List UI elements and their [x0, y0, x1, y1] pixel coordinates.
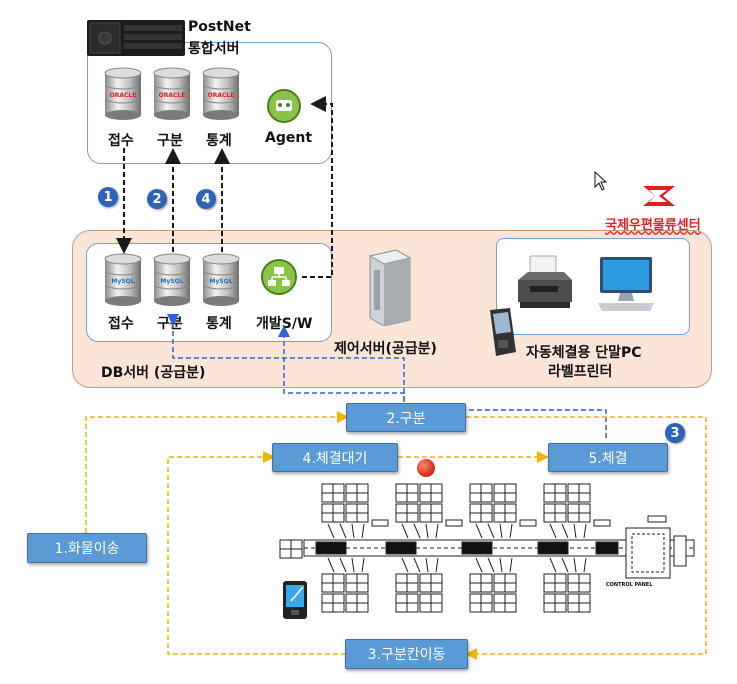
flow-step-move: 3.구분칸이동 [345, 639, 468, 669]
flow-step-bind: 5.체결 [548, 443, 668, 472]
postnet-subtitle: 통합서버 [188, 41, 240, 57]
step-badge: 2 [147, 189, 167, 209]
blue-link-devsw [278, 325, 405, 410]
server-db-label: 통계 [206, 133, 232, 149]
control-server-label: 제어서버(공급분) [334, 341, 437, 357]
svg-text:MySQL: MySQL [111, 278, 134, 285]
label-printer-icon [512, 252, 578, 312]
center-name: 국제우편물류센터 [605, 218, 701, 233]
server-db-label: 구분 [157, 133, 183, 149]
agent-link [302, 96, 333, 278]
svg-text:ORACLE: ORACLE [110, 92, 137, 99]
server-db-label: 접수 [108, 133, 134, 149]
bin-group [321, 483, 369, 523]
agent-icon [266, 88, 302, 124]
oracle-db-icon: ORACLE [103, 67, 143, 121]
postnet-title: PostNet [188, 19, 251, 35]
mysql-db-icon: MySQL [152, 253, 192, 307]
red-indicator [417, 459, 435, 477]
dev-sw-label: 개발S/W [256, 316, 313, 332]
local-db-label: 통계 [206, 316, 232, 332]
blue-link-sort [167, 314, 405, 400]
svg-text:ORACLE: ORACLE [159, 92, 186, 99]
center-logo-icon [639, 182, 679, 210]
rack-server-icon [86, 19, 186, 57]
step-badge: 3 [665, 423, 685, 443]
step-badge: 4 [196, 189, 216, 209]
monitor-icon [594, 255, 660, 315]
mouse-cursor-icon [594, 170, 608, 191]
mysql-db-icon: MySQL [201, 253, 241, 307]
agent-label: Agent [265, 130, 313, 146]
svg-text:ORACLE: ORACLE [208, 92, 235, 99]
tower-server-icon [366, 248, 412, 327]
blue-link-bind [404, 409, 607, 438]
svg-text:MySQL: MySQL [160, 278, 183, 285]
pc-label-line2: 라벨프린터 [548, 364, 613, 380]
flow-step-wait: 4.체결대기 [272, 443, 398, 472]
network-software-icon [260, 258, 298, 296]
oracle-db-icon: ORACLE [152, 67, 192, 121]
mysql-db-icon: MySQL [103, 253, 143, 307]
oracle-db-icon: ORACLE [201, 67, 241, 121]
svg-text:CONTROL PANEL: CONTROL PANEL [606, 582, 653, 588]
handheld-terminal-icon [484, 306, 520, 360]
db-server-label: DB서버 (공급분) [101, 365, 206, 381]
pc-label-line1: 자동체결용 단말PC [526, 345, 642, 361]
flow-step-sort: 2.구분 [346, 403, 466, 432]
step-badge: 1 [98, 187, 118, 207]
svg-text:MySQL: MySQL [209, 278, 232, 285]
flow-step-transfer: 1.화물이송 [27, 533, 147, 563]
pda-icon [279, 579, 313, 621]
sorter-layout: CONTROL PANEL [279, 483, 695, 613]
local-db-label: 접수 [108, 316, 134, 332]
